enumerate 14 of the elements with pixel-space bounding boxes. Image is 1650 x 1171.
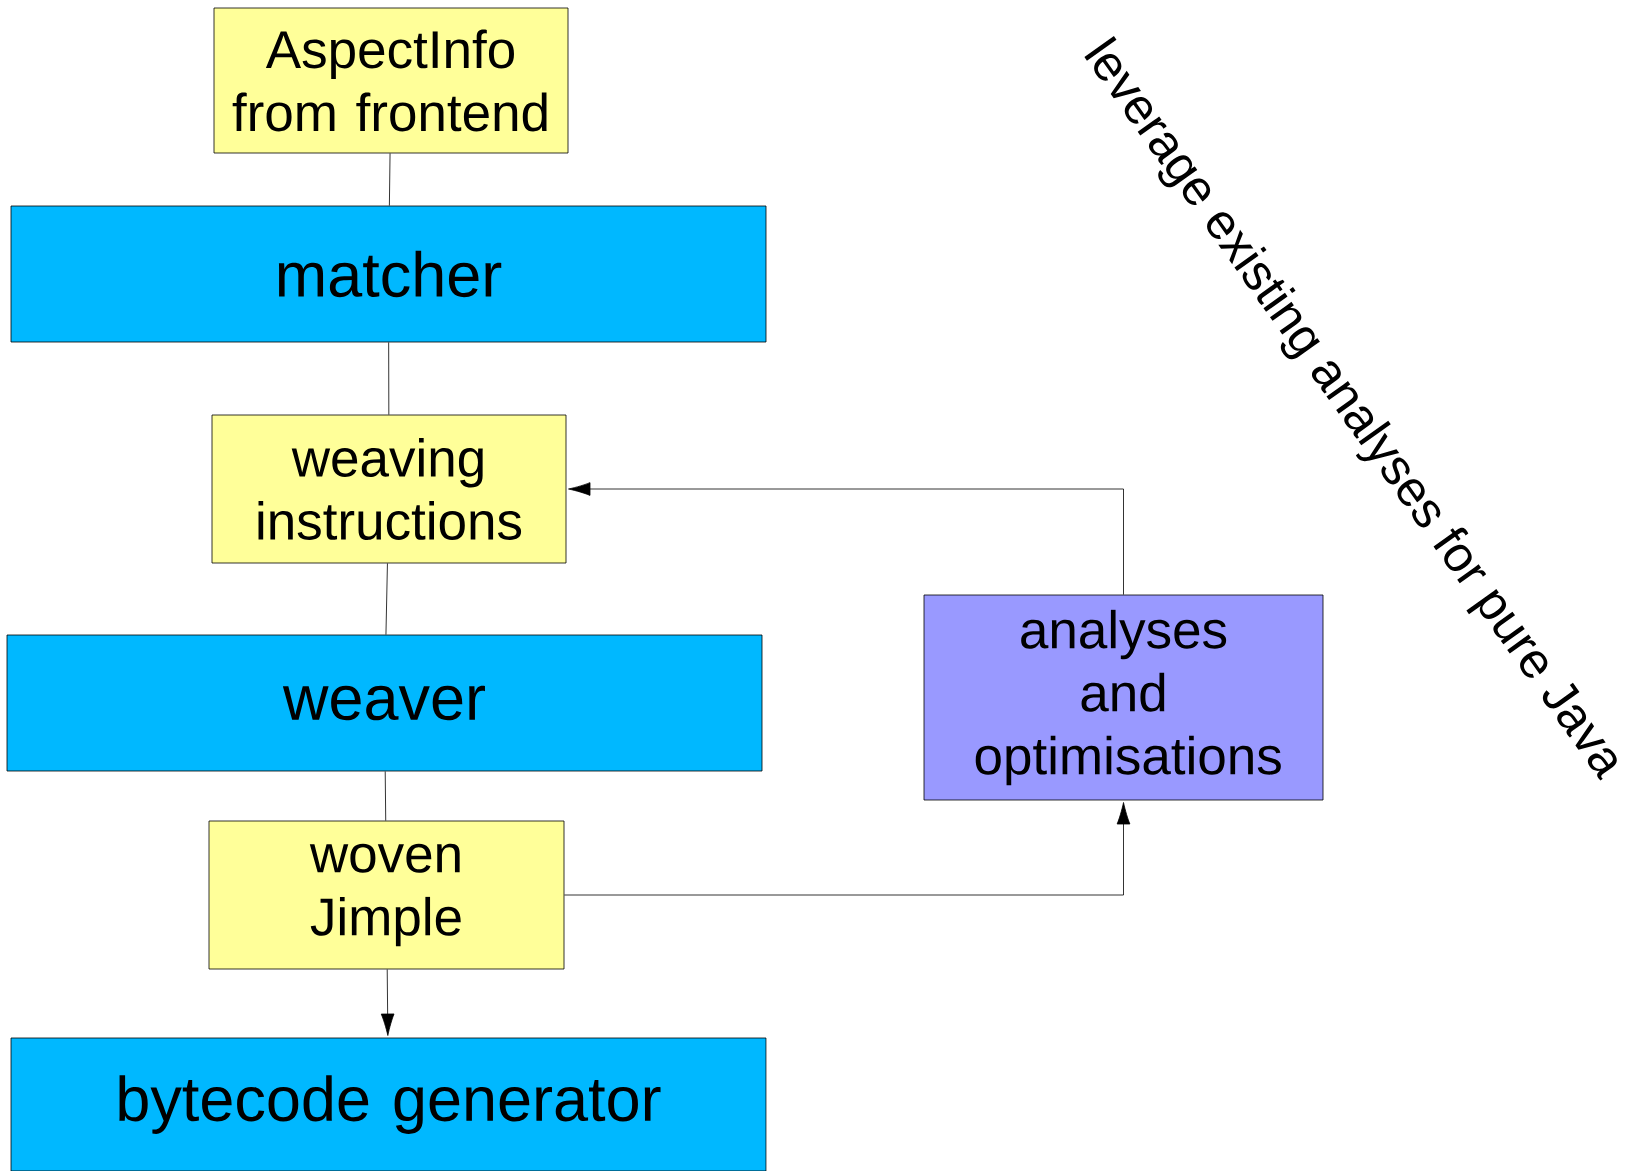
process-box: analyses and optimisations [923, 594, 1324, 801]
arrow [568, 482, 1124, 595]
stage-band: bytecode generator [10, 1037, 767, 1171]
stage-band: weaver [6, 634, 763, 772]
connector-line [384, 771, 387, 821]
connector-line [388, 342, 390, 415]
connector-line [385, 563, 388, 635]
connector-line [389, 153, 391, 206]
process-box: AspectInfo from frontend [213, 7, 569, 154]
process-box: weaving instructions [211, 414, 567, 564]
arrow [380, 969, 395, 1036]
stage-band: matcher [10, 205, 767, 343]
process-box: woven Jimple [208, 820, 565, 970]
arrow [564, 802, 1131, 896]
